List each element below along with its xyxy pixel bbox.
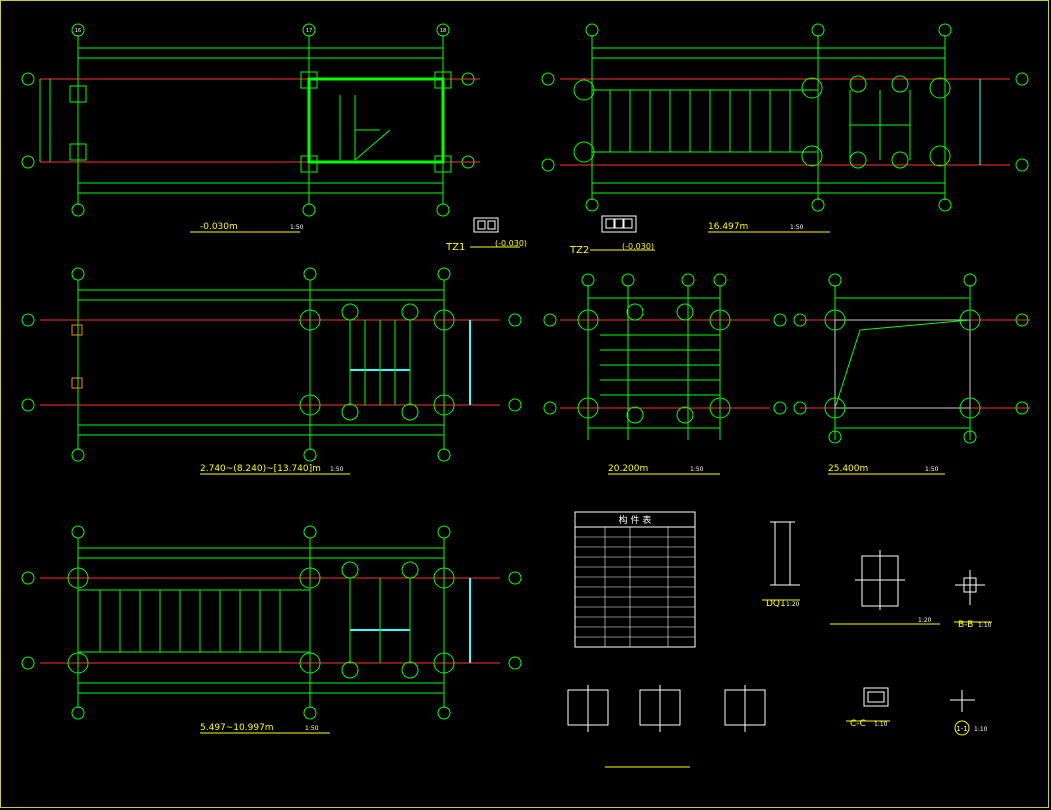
svg-text:1:50: 1:50 xyxy=(305,725,319,732)
svg-text:(-0.030): (-0.030) xyxy=(622,242,654,251)
svg-text:1:50: 1:50 xyxy=(330,466,344,473)
svg-text:DQ1: DQ1 xyxy=(766,599,786,609)
svg-text:2.740~(8.240)~[13.740]m: 2.740~(8.240)~[13.740]m xyxy=(200,464,321,474)
svg-text:18: 18 xyxy=(440,28,446,34)
detail-bb xyxy=(954,570,992,623)
connection-details xyxy=(567,685,766,768)
plan-top-right: 16.497m 1:50 xyxy=(541,23,1029,233)
plan-bottom-left: 5.497~10.997m 1:50 xyxy=(21,525,522,734)
plan-title: -0.030m xyxy=(200,222,238,232)
svg-text:5.497~10.997m: 5.497~10.997m xyxy=(200,723,274,733)
svg-text:25.400m: 25.400m xyxy=(828,464,868,474)
plan-middle-left: 2.740~(8.240)~[13.740]m 1:50 xyxy=(21,267,522,475)
detail-cc xyxy=(846,687,890,722)
svg-text:1:50: 1:50 xyxy=(690,466,704,473)
column-section-tz2: TZ2 (-0.030) xyxy=(569,215,655,256)
svg-text:TZ2: TZ2 xyxy=(569,245,589,256)
column-section-tz1: TZ1 (-0.030) xyxy=(445,217,527,253)
plan-middle-center: 20.200m 1:50 xyxy=(543,273,787,475)
plan-middle-right: 25.400m 1:50 xyxy=(793,273,1030,475)
plan-scale: 1:50 xyxy=(290,224,304,231)
detail-sg519 xyxy=(830,550,940,625)
detail-1-1 xyxy=(950,690,975,736)
svg-text:1:50: 1:50 xyxy=(925,466,939,473)
svg-text:B-B: B-B xyxy=(958,620,973,630)
svg-text:1-1: 1-1 xyxy=(956,725,967,733)
svg-text:构 件 表: 构 件 表 xyxy=(619,514,652,526)
svg-text:1:20: 1:20 xyxy=(918,617,932,624)
svg-text:TZ1: TZ1 xyxy=(445,242,465,253)
svg-text:1:10: 1:10 xyxy=(978,622,992,629)
svg-text:1:20: 1:20 xyxy=(786,601,800,608)
detail-dq1 xyxy=(762,521,800,601)
plan-top-left: 16 17 18 -0.030m 1:50 xyxy=(21,23,480,233)
svg-text:1:50: 1:50 xyxy=(790,224,804,231)
svg-text:16: 16 xyxy=(75,28,81,34)
svg-text:1:10: 1:10 xyxy=(874,721,888,728)
component-table: 构 件 表 xyxy=(574,511,696,648)
svg-text:20.200m: 20.200m xyxy=(608,464,648,474)
svg-text:16.497m: 16.497m xyxy=(708,222,748,232)
svg-text:(-0.030): (-0.030) xyxy=(495,239,527,248)
svg-text:1:10: 1:10 xyxy=(974,726,988,733)
svg-text:C-C: C-C xyxy=(850,719,866,729)
svg-text:17: 17 xyxy=(306,28,312,34)
